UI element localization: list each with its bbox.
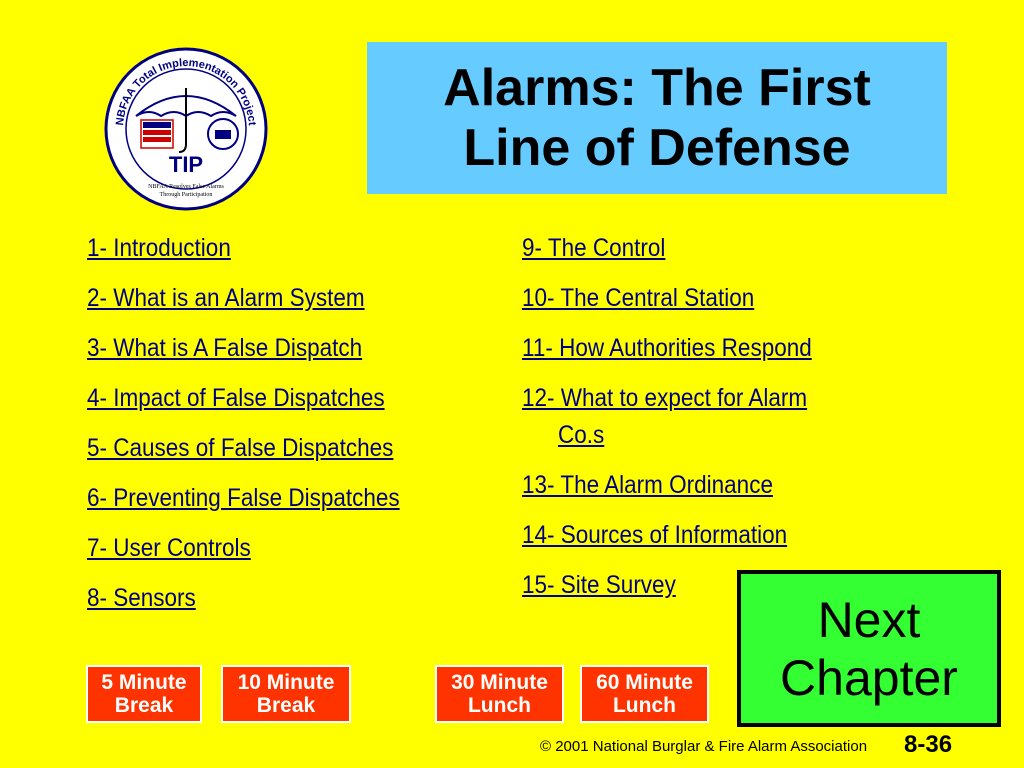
toc-item: 12- What to expect for Alarm Co.s	[522, 380, 902, 454]
slide-number: 8-36	[904, 731, 953, 758]
next-chapter-line2: Chapter	[780, 649, 958, 706]
next-chapter-button[interactable]: Next Chapter	[737, 570, 1001, 727]
toc-link-user-controls[interactable]: 7- User Controls	[87, 534, 251, 562]
toc-right-column: 9- The Control 10- The Central Station 1…	[522, 230, 902, 617]
toc-link-alarm-system[interactable]: 2- What is an Alarm System	[87, 284, 365, 312]
toc-item: 11- How Authorities Respond	[522, 330, 902, 367]
next-chapter-line1: Next	[817, 591, 921, 648]
toc-link-sensors[interactable]: 8- Sensors	[87, 584, 196, 612]
toc-link-impact[interactable]: 4- Impact of False Dispatches	[87, 384, 385, 412]
toc-link-expect-line2: Co.s	[558, 421, 605, 449]
title-line-1: Alarms: The First	[443, 59, 871, 117]
toc-item: 2- What is an Alarm System	[87, 280, 507, 317]
break-line1: 30 Minute	[451, 671, 548, 694]
logo-caption-line1: NBFAA Resolves False Alarms	[148, 184, 224, 190]
break-line1: 5 Minute	[101, 671, 187, 694]
break-line2: Break	[114, 694, 174, 717]
toc-item: 10- The Central Station	[522, 280, 902, 317]
copyright-text: © 2001 National Burglar & Fire Alarm Ass…	[540, 738, 868, 755]
toc-link-expect-alarm-cos[interactable]: 12- What to expect for Alarm Co.s	[522, 380, 807, 454]
break-line2: Lunch	[467, 694, 531, 717]
toc-link-causes[interactable]: 5- Causes of False Dispatches	[87, 434, 394, 462]
toc-item: 15- Site Survey	[522, 567, 902, 604]
toc-item: 1- Introduction	[87, 230, 507, 267]
toc-item: 9- The Control	[522, 230, 902, 267]
toc-link-sources[interactable]: 14- Sources of Information	[522, 521, 788, 549]
nbfaa-tip-logo: NBFAA Total Implementation Project TIP N…	[103, 46, 269, 212]
title-box: Alarms: The First Line of Defense	[367, 42, 947, 194]
logo-caption-line2: Through Participation	[160, 192, 213, 198]
toc-item: 7- User Controls	[87, 530, 507, 567]
toc-item: 6- Preventing False Dispatches	[87, 480, 507, 517]
slide-title: Alarms: The First Line of Defense	[443, 58, 871, 178]
toc-link-introduction[interactable]: 1- Introduction	[87, 234, 231, 262]
toc-item: 3- What is A False Dispatch	[87, 330, 507, 367]
break-line1: 60 Minute	[596, 671, 693, 694]
toc-left-column: 1- Introduction 2- What is an Alarm Syst…	[87, 230, 507, 630]
break-line1: 10 Minute	[237, 671, 335, 694]
toc-link-preventing[interactable]: 6- Preventing False Dispatches	[87, 484, 400, 512]
toc-link-site-survey[interactable]: 15- Site Survey	[522, 571, 676, 599]
toc-item: 4- Impact of False Dispatches	[87, 380, 507, 417]
toc-item: 14- Sources of Information	[522, 517, 902, 554]
toc-link-false-dispatch[interactable]: 3- What is A False Dispatch	[87, 334, 363, 362]
toc-link-central-station[interactable]: 10- The Central Station	[522, 284, 755, 312]
toc-link-ordinance[interactable]: 13- The Alarm Ordinance	[522, 471, 773, 499]
toc-link-control[interactable]: 9- The Control	[522, 234, 666, 262]
title-line-2: Line of Defense	[463, 119, 851, 177]
break-line2: Lunch	[612, 694, 676, 717]
toc-item: 8- Sensors	[87, 580, 507, 617]
toc-item: 5- Causes of False Dispatches	[87, 430, 507, 467]
logo-graphic: NBFAA Total Implementation Project TIP N…	[104, 47, 268, 211]
toc-link-expect-line1: 12- What to expect for Alarm	[522, 384, 808, 412]
toc-item: 13- The Alarm Ordinance	[522, 467, 902, 504]
toc-link-authorities[interactable]: 11- How Authorities Respond	[522, 334, 812, 362]
break-line2: Break	[256, 694, 316, 717]
logo-tip-text: TIP	[169, 152, 203, 177]
